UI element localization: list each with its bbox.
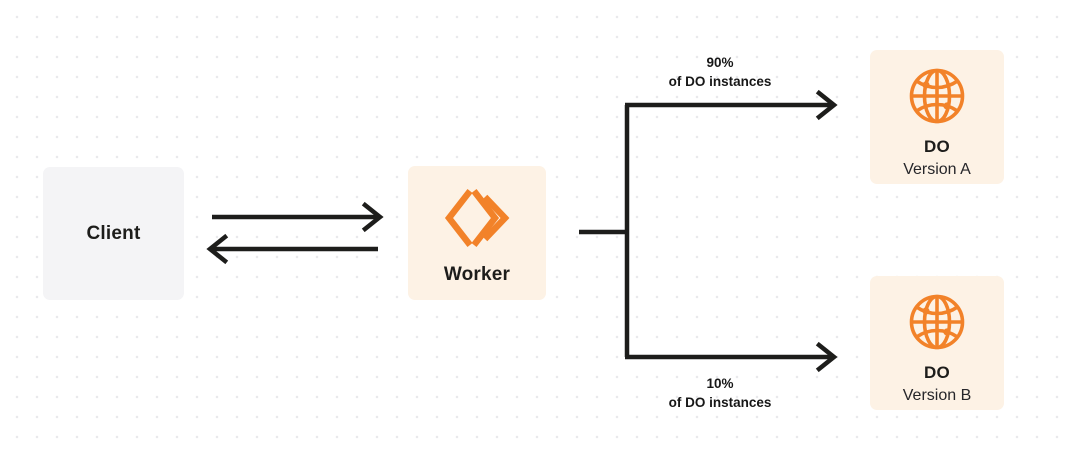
branch-trunk [579,105,630,357]
edge-label-bottom-percent: 10% [706,376,734,391]
cloudflare-workers-icon [444,187,510,249]
edge-label-bottom: 10% of DO instances [612,374,828,412]
globe-icon [907,292,967,352]
node-worker-label: Worker [443,264,511,285]
globe-icon [907,66,967,126]
node-client-label: Client [86,222,141,244]
node-worker[interactable]: Worker [408,166,546,300]
node-do-version-b[interactable]: DO Version B [870,276,1004,410]
edge-label-top: 90% of DO instances [612,53,828,91]
node-do-version-a[interactable]: DO Version A [870,50,1004,184]
arrow-worker-to-client [206,233,378,265]
node-do-b-sublabel: Version B [902,387,972,404]
node-do-a-sublabel: Version A [903,161,971,178]
arrow-client-to-worker [212,201,384,233]
node-client[interactable]: Client [43,167,184,300]
arrow-worker-to-do-a [625,89,838,121]
arrow-worker-to-do-b [625,341,838,373]
edge-label-bottom-sub: of DO instances [668,395,772,410]
edge-label-top-percent: 90% [706,55,734,70]
edge-label-top-sub: of DO instances [668,74,772,89]
node-do-a-label: DO [923,137,951,156]
node-do-b-label: DO [923,363,951,382]
